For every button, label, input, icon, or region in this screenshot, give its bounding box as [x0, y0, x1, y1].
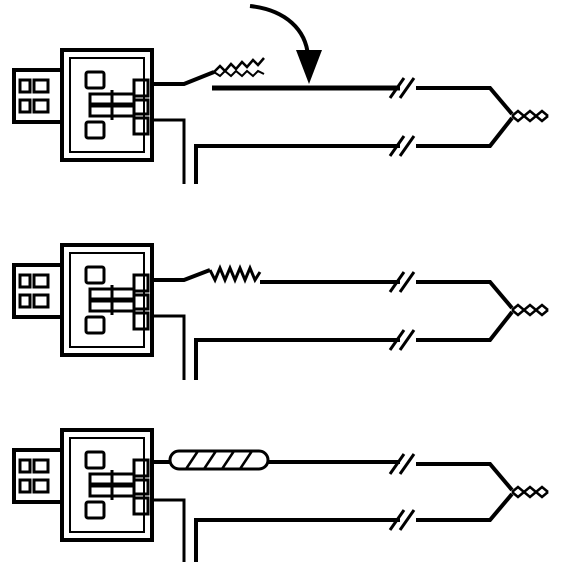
panel-3	[12, 428, 550, 562]
twisted-end-icon	[510, 109, 550, 123]
twisted-end-icon	[510, 485, 550, 499]
connector-icon	[12, 243, 154, 357]
panel-1	[12, 4, 550, 184]
connector-icon	[12, 428, 154, 542]
panel-2	[12, 243, 550, 380]
wire-upper-left	[152, 70, 215, 86]
connector-icon	[12, 48, 154, 162]
twisted-strand	[213, 57, 265, 73]
tape-wrap	[168, 449, 270, 471]
arrow-down-icon-shaft	[249, 4, 310, 57]
twisted-end-icon	[510, 303, 550, 317]
arrow-down-icon	[296, 50, 322, 84]
splice-coil	[208, 264, 262, 284]
